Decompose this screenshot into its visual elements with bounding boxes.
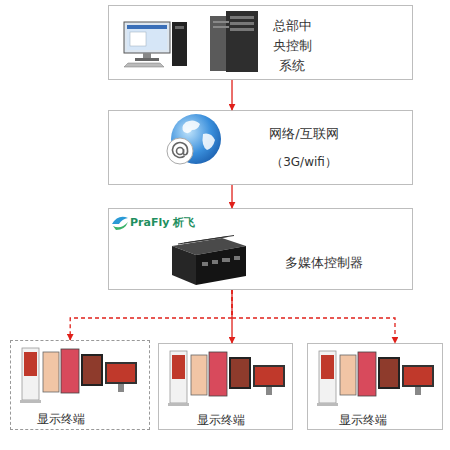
server-slot	[213, 26, 229, 28]
kiosk-base	[168, 403, 189, 406]
node-label: 显示终端	[181, 410, 261, 430]
brand-logo-text: PraFly 析飞	[130, 213, 230, 233]
display-panel	[81, 354, 103, 386]
terminal-box: 显示终端	[158, 343, 293, 430]
display-content	[255, 367, 283, 385]
display-panel	[378, 357, 400, 389]
device-port	[222, 258, 230, 262]
flow-arrow	[231, 185, 232, 208]
flow-arrow	[70, 290, 232, 340]
continent	[182, 120, 200, 133]
display-panel	[209, 352, 227, 396]
drive-bay	[175, 26, 184, 29]
node-label: 网络/互联网	[244, 124, 364, 144]
logo-mark	[113, 222, 128, 230]
node-label: 总部中 央控制 系统	[267, 16, 317, 76]
terminal-illustration	[20, 348, 137, 403]
display-stand	[118, 384, 124, 392]
display-panel	[191, 355, 207, 395]
display-content	[380, 359, 398, 387]
kiosk	[319, 351, 336, 403]
node-label: 显示终端	[323, 410, 403, 430]
system-box: 总部中 央控制 系统	[108, 5, 413, 80]
terminal-box: 显示终端	[307, 343, 443, 430]
display-panel	[253, 365, 285, 387]
monitor-stand	[143, 53, 151, 58]
monitor-base	[135, 58, 159, 61]
display-content	[404, 367, 432, 385]
window-bar	[127, 25, 167, 29]
display-panel	[340, 355, 356, 395]
display-stand	[415, 387, 421, 395]
server-slot	[230, 16, 254, 19]
system-box: 网络/互联网 （3G/wifi）	[108, 110, 413, 185]
globe-illustration	[167, 114, 221, 164]
at-badge	[167, 138, 193, 164]
device-front	[196, 246, 246, 285]
continent	[203, 134, 216, 150]
device-port	[212, 260, 218, 264]
monitor-frame	[124, 22, 170, 53]
display-stand	[266, 387, 272, 395]
device-fin	[184, 236, 234, 244]
display-panel	[358, 352, 376, 396]
kiosk	[170, 351, 187, 403]
kiosk-screen	[172, 355, 185, 379]
device-port	[202, 262, 208, 266]
kiosk	[22, 348, 39, 400]
display-panel	[229, 357, 251, 389]
kiosk-base	[20, 400, 41, 403]
at-symbol	[177, 148, 184, 155]
system-box: PraFly 析飞多媒体控制器	[108, 208, 413, 290]
kiosk-screen	[321, 355, 334, 379]
display-panel	[61, 349, 79, 393]
pc-tower	[172, 22, 187, 66]
device-side	[172, 246, 196, 285]
flow-arrow	[231, 290, 232, 343]
at-symbol	[173, 142, 188, 157]
display-panel	[402, 365, 434, 387]
terminal-box: 显示终端	[10, 340, 150, 430]
node-label: （3G/wifi）	[244, 152, 364, 172]
computer-illustration	[124, 11, 258, 72]
keyboard	[124, 63, 164, 67]
display-panel	[105, 362, 137, 384]
display-content	[83, 356, 101, 384]
server-slot	[213, 21, 229, 23]
flow-arrow	[231, 80, 232, 110]
node-label: 多媒体控制器	[269, 253, 379, 273]
server-slot	[230, 22, 254, 25]
monitor-screen	[127, 25, 167, 50]
terminal-illustration	[168, 351, 285, 406]
server-tower	[226, 11, 258, 72]
node-label: 显示终端	[11, 409, 111, 429]
server-slot	[230, 28, 254, 31]
kiosk-screen	[24, 352, 37, 376]
terminal-illustration	[317, 351, 434, 406]
display-content	[231, 359, 249, 387]
logo-mark	[112, 217, 128, 224]
window-panel	[130, 32, 146, 46]
display-content	[107, 364, 135, 382]
flow-arrow	[232, 290, 395, 343]
display-panel	[43, 352, 59, 392]
device-port	[234, 256, 240, 260]
kiosk-base	[317, 403, 338, 406]
